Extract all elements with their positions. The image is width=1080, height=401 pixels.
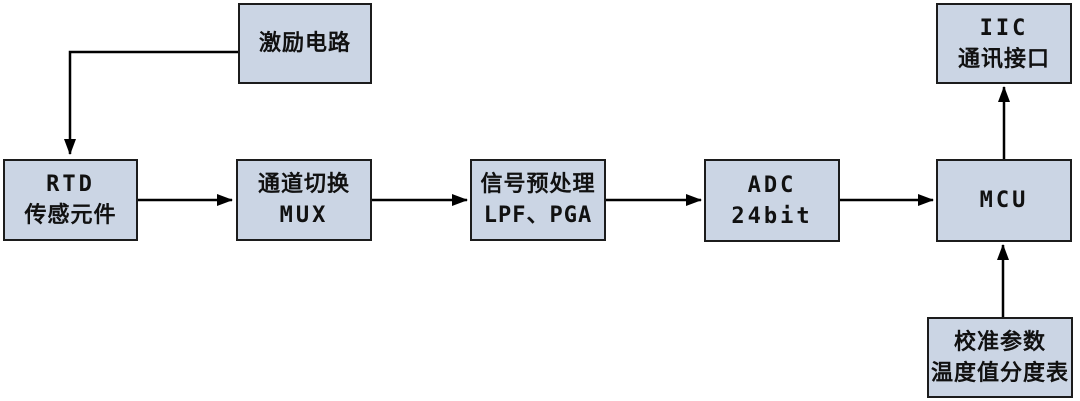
node-rtd-sensor: RTD 传感元件 (3, 159, 138, 241)
node-mcu: MCU (936, 159, 1072, 242)
node-rtd-label-line1: RTD (46, 172, 95, 197)
node-rtd-label-line2: 传感元件 (24, 203, 117, 228)
node-adc-label-line2: 24bit (731, 203, 813, 229)
node-preprocess-label-line1: 信号预处理 (480, 172, 596, 197)
node-iic-interface: IIC 通讯接口 (936, 3, 1072, 84)
node-channel-mux: 通道切换 MUX (236, 159, 372, 241)
node-calibration-label-line1: 校准参数 (953, 329, 1046, 355)
node-calibration-table: 校准参数 温度值分度表 (927, 317, 1073, 398)
node-adc-label-line1: ADC (747, 172, 797, 198)
arrow-excitation-to-rtd (64, 50, 238, 155)
node-excitation-circuit: 激励电路 (238, 3, 372, 84)
node-excitation-label: 激励电路 (258, 31, 351, 56)
node-mux-label-line1: 通道切换 (257, 172, 350, 197)
node-mcu-label: MCU (979, 188, 1029, 213)
node-adc: ADC 24bit (704, 159, 840, 242)
node-mux-label-line2: MUX (279, 203, 329, 228)
node-preprocess-label-line2: LPF、PGA (483, 203, 593, 228)
node-signal-preprocess: 信号预处理 LPF、PGA (470, 159, 606, 241)
node-iic-label-line1: IIC (979, 15, 1029, 41)
node-iic-label-line2: 通讯接口 (957, 46, 1050, 72)
node-calibration-label-line2: 温度值分度表 (930, 360, 1069, 386)
